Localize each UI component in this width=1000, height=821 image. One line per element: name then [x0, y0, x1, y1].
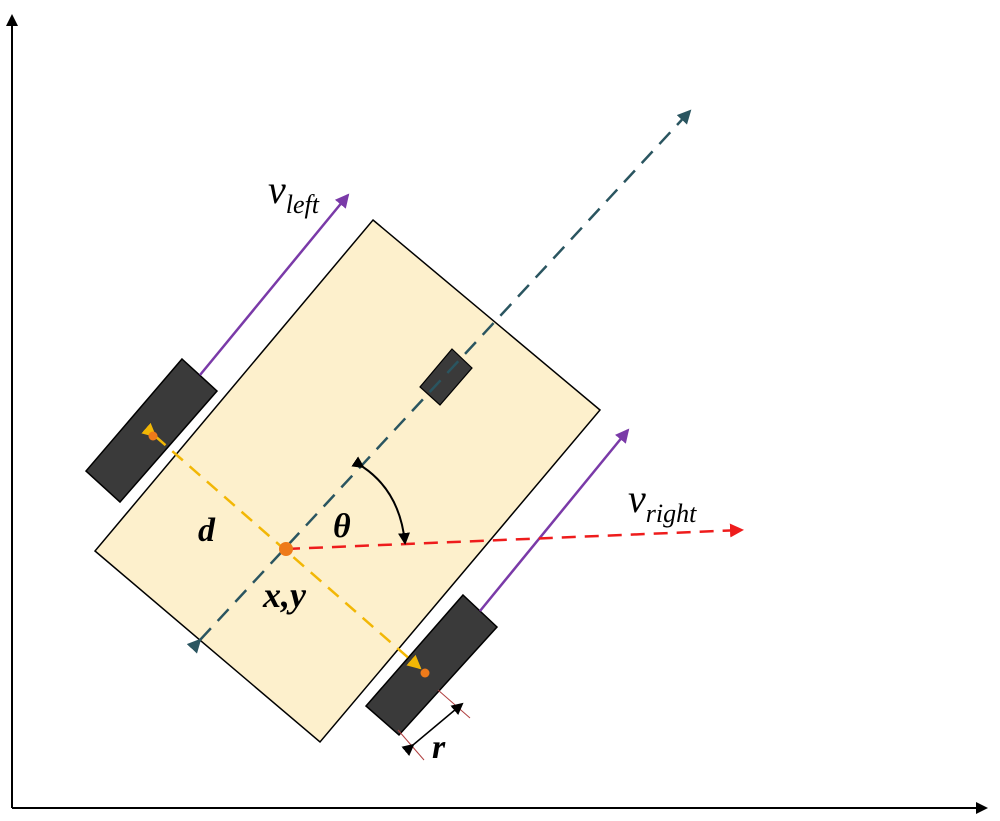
d-label: d [198, 512, 216, 549]
v-right-label: vright [628, 476, 697, 528]
wheel-axle-line [141, 422, 422, 670]
robot-center-point [279, 542, 293, 556]
theta-arc [351, 456, 410, 545]
right-wheel-center [420, 668, 430, 678]
radius-arrow [401, 702, 464, 757]
left-wheel-center [148, 431, 158, 441]
radius-tick-inner [437, 689, 471, 719]
heading-axis [186, 109, 692, 654]
theta-label: θ [333, 508, 351, 545]
r-label: r [432, 729, 446, 766]
xy-label: x,y [262, 575, 307, 615]
radius-tick-outer [397, 729, 425, 761]
v-left-label: vleft [268, 167, 320, 219]
